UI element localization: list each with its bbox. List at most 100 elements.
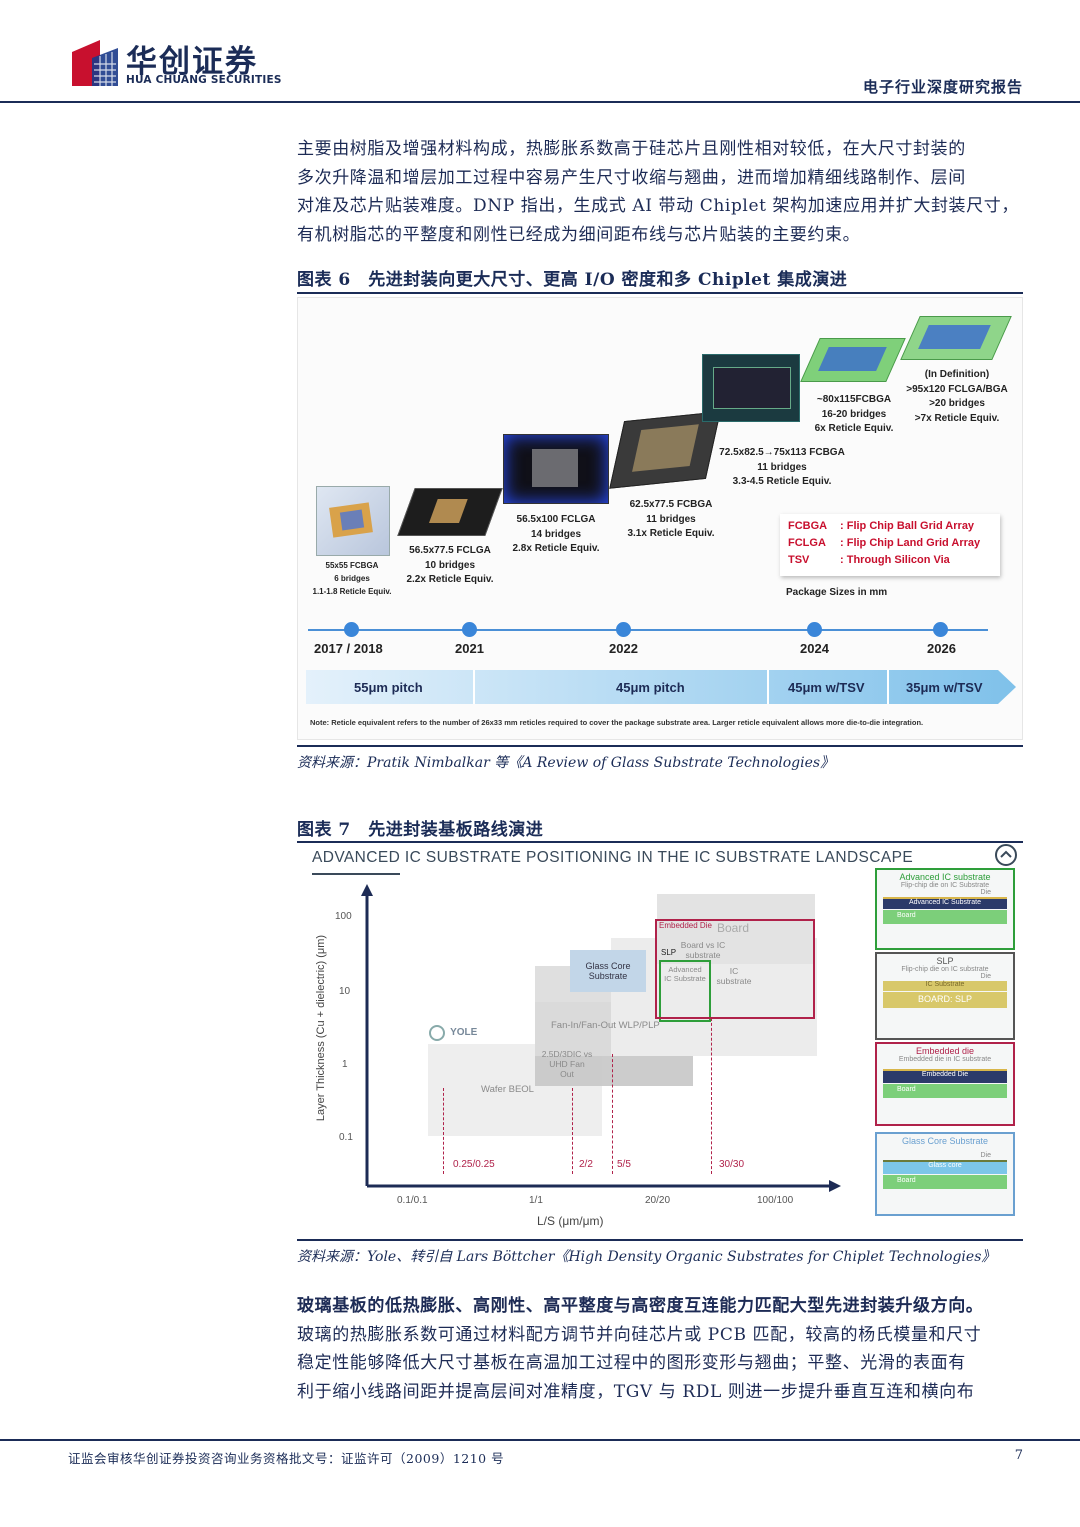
x-tick: 100/100 <box>757 1195 794 1206</box>
intro-line: 多次升降温和增层加工过程中容易产生尺寸收缩与翘曲，进而增加精细线路制作、层间 <box>297 167 966 188</box>
label-line: IC <box>729 966 739 976</box>
label-line: Out <box>560 1069 574 1079</box>
pitch-arrow <box>306 670 1016 704</box>
y-axis-label: Layer Thickness (Cu + dielectric) (μm) <box>315 934 327 1122</box>
figure7-panel: ADVANCED IC SUBSTRATE POSITIONING IN THE… <box>297 844 1023 1236</box>
y-tick: 0.1 <box>339 1132 353 1143</box>
package-label-line: 72.5x82.5→75x113 FCBGA <box>719 447 845 458</box>
card-mid: Advanced IC Substrate <box>909 899 981 906</box>
card-stack <box>883 981 1007 991</box>
region-embedded-outline <box>655 919 815 1019</box>
page-number: 7 <box>1014 1448 1023 1463</box>
y-tick: 1 <box>342 1059 348 1070</box>
package-image-5 <box>702 354 800 422</box>
marker-line <box>572 1088 573 1174</box>
marker-line <box>443 1088 444 1174</box>
card-sub: Flip-chip die on IC Substrate <box>900 882 990 889</box>
label-line: Advanced <box>668 965 702 974</box>
package-label-line: 56.5x77.5 FCLGA <box>409 545 491 556</box>
legend-row: FCLGA: Flip Chip Land Grid Array <box>788 535 1000 552</box>
figure7-title: 图表 7 先进封装基板路线演进 <box>297 820 544 840</box>
closing-heading: 玻璃基板的低热膨胀、高刚性、高平整度与高密度互连能力匹配大型先进封装升级方向。 <box>297 1296 984 1316</box>
legend-row: FCBGA : Flip Chip Ball Grid Array <box>788 518 1000 535</box>
legend-full: : Through Silicon Via <box>840 554 950 566</box>
legend-abbr: FCBGA <box>788 520 828 532</box>
card-mid: Embedded Die <box>921 1071 969 1078</box>
card-board <box>883 992 1007 1008</box>
package-label-line: 11 bridges <box>757 461 807 473</box>
x-tick: 1/1 <box>529 1195 543 1206</box>
marker-line <box>612 1054 613 1174</box>
figure6-rule <box>297 292 1023 294</box>
package-label-line: 55x55 FCBGA <box>325 561 379 570</box>
label-ic-substrate: IC substrate <box>709 966 759 986</box>
label-glass-core: Glass Core Substrate <box>573 961 643 981</box>
package-label-1: 55x55 FCBGA 6 bridges 1.1-1.8 Reticle Eq… <box>300 559 404 598</box>
label-line: UHD Fan <box>549 1059 585 1069</box>
card-mid: IC Substrate <box>925 981 965 988</box>
region-board <box>657 894 815 964</box>
package-label-line: 6x Reticle Equiv. <box>814 423 894 434</box>
package-label-4: 62.5x77.5 FCBGA 11 bridges 3.1x Reticle … <box>612 498 730 542</box>
package-label-line: >7x Reticle Equiv. <box>914 412 1000 424</box>
marker-label: 5/5 <box>617 1159 631 1170</box>
report-type: 电子行业深度研究报告 <box>862 78 1023 96</box>
intro-line: 对准及芯片贴装难度。DNP 指出，生成式 AI 带动 Chiplet 架构加速应… <box>297 196 1019 216</box>
side-card-slp: SLP Flip-chip die on IC substrate Die IC… <box>875 952 1015 1040</box>
package-label-line: 6 bridges <box>334 574 370 583</box>
legend-full: : Flip Chip Ball Grid Array <box>840 520 975 532</box>
card-die: Die <box>980 973 991 980</box>
label-fanin: Fan-In/Fan-Out WLP/PLP <box>551 1020 660 1031</box>
package-image-7 <box>900 316 1012 360</box>
figure7-chart-title: ADVANCED IC SUBSTRATE POSITIONING IN THE… <box>312 849 914 866</box>
package-label-line: >20 bridges <box>929 398 985 409</box>
label-line: Substrate <box>588 971 628 981</box>
package-image-3 <box>503 434 609 504</box>
card-sub: Flip-chip die on IC substrate <box>901 966 989 973</box>
year-label: 2026 <box>927 641 956 656</box>
package-label-line: 2.2x Reticle Equiv. <box>406 574 494 585</box>
card-stack <box>883 1069 1007 1083</box>
card-stack <box>883 1160 1007 1174</box>
figure6-title: 图表 6 先进封装向更大尺寸、更高 I/O 密度和多 Chiplet 集成演进 <box>297 270 848 290</box>
package-label-line: 16-20 bridges <box>821 408 887 420</box>
closing-paragraph: 玻璃基板的低热膨胀、高刚性、高平整度与高密度互连能力匹配大型先进封装升级方向。 … <box>297 1292 1037 1406</box>
card-mid: Glass core <box>928 1162 962 1169</box>
package-label-line: 56.5x100 FCLGA <box>516 514 596 525</box>
card-base: Board <box>897 1086 916 1093</box>
logo: 华创证券 HUA CHUANG SECURITIES <box>70 38 290 90</box>
footer-rule <box>0 1439 1080 1441</box>
package-label-line: ~80x115FCBGA <box>816 394 892 405</box>
card-board <box>883 1175 1007 1189</box>
closing-line: 稳定性能够降低大尺寸基板在高温加工过程中的图形变形与翘曲；平整、光滑的表面有 <box>297 1353 966 1373</box>
package-label-line: (In Definition) <box>924 369 990 380</box>
title-underline <box>312 873 400 875</box>
side-card-embedded: Embedded die Embedded die in IC substrat… <box>875 1042 1015 1126</box>
footer-license: 证监会审核华创证券投资咨询业务资格批文号：证监许可（2009）1210 号 <box>68 1451 505 1466</box>
label-line: IC Substrate <box>664 974 706 983</box>
package-image-1 <box>316 486 390 556</box>
pitch-label: 45μm w/TSV <box>788 680 865 695</box>
y-tick: 10 <box>339 986 351 997</box>
figure6-panel: 55x55 FCBGA 6 bridges 1.1-1.8 Reticle Eq… <box>297 297 1023 740</box>
card-title: Glass Core Substrate <box>901 1136 989 1146</box>
figure7-rule <box>297 841 1023 843</box>
timeline-dot <box>616 622 631 637</box>
logo-mark-icon <box>72 40 118 86</box>
label-slp: SLP <box>661 948 677 957</box>
label-line: Board vs IC <box>680 940 726 950</box>
label-line: 2.5D/3DIC vs <box>541 1049 593 1059</box>
package-sizes-note: Package Sizes in mm <box>786 587 888 598</box>
package-label-line: 3.3-4.5 Reticle Equiv. <box>732 476 832 487</box>
card-stack <box>883 897 1007 909</box>
marker-line <box>711 1018 712 1174</box>
timeline-line <box>308 629 988 631</box>
collapse-icon[interactable] <box>995 844 1017 866</box>
timeline-dot <box>933 622 948 637</box>
package-image-2 <box>397 488 503 536</box>
card-base: Board <box>897 912 916 919</box>
package-label-5: 72.5x82.5→75x113 FCBGA 11 bridges 3.3-4.… <box>706 446 858 490</box>
label-udh: 2.5D/3DIC vs UHD Fan Out <box>537 1049 597 1079</box>
package-label-3: 56.5x100 FCLGA 14 bridges 2.8x Reticle E… <box>494 513 618 557</box>
package-label-line: 2.8x Reticle Equiv. <box>512 543 600 554</box>
